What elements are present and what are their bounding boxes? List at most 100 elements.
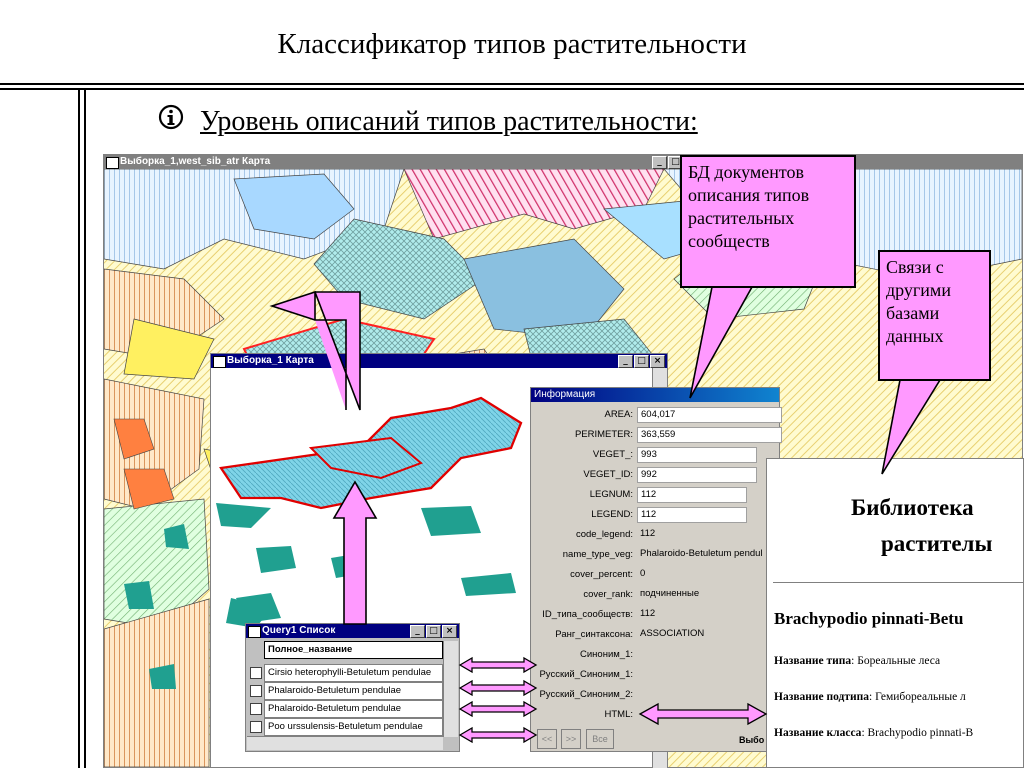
map-window-main-buttons: _ □ (652, 156, 683, 169)
info-row: code_legend:112 (531, 525, 781, 545)
title-rule-bottom (0, 88, 1024, 90)
list-item[interactable]: Poo urssulensis-Betuletum pendulae (248, 718, 443, 736)
minimize-button[interactable]: _ (618, 355, 633, 368)
column-header[interactable]: Полное_название (264, 641, 443, 659)
info-row: cover_rank: подчиненные (531, 585, 781, 605)
info-row: LEGEND: 112 (531, 505, 781, 525)
info-label: AREA: (604, 409, 633, 420)
info-circle-icon (158, 104, 188, 138)
info-label: Русский_Синоним_1: (539, 669, 633, 680)
type-value: : Бореальные леса (851, 655, 941, 667)
class-field: Название класса: Brachypodio pinnati-B (774, 727, 973, 739)
query-window-title: Query1 Список (262, 625, 336, 636)
info-value: 0 (640, 568, 646, 579)
info-value[interactable]: 363,559 (637, 427, 782, 443)
info-label: cover_percent: (570, 569, 633, 580)
subtype-label: Название подтипа (774, 691, 870, 703)
row-name: Poo urssulensis-Betuletum pendulae (264, 718, 443, 736)
library-divider (773, 582, 1023, 583)
info-label: LEGEND: (591, 509, 633, 520)
info-label: VEGET_ID: (583, 469, 633, 480)
info-label: PERIMETER: (574, 429, 633, 440)
association-name: Brachypodio pinnati-Betu (774, 609, 964, 628)
info-value (637, 667, 640, 681)
info-row: LEGNUM: 112 (531, 485, 781, 505)
info-value[interactable]: 992 (637, 467, 757, 483)
class-label: Название класса (774, 727, 862, 739)
info-value[interactable]: 112 (637, 507, 747, 523)
info-value: Phalaroido-Betuletum pendul (640, 548, 763, 559)
nav-next-button[interactable]: >> (561, 729, 581, 749)
close-button[interactable]: × (442, 625, 457, 638)
query-window-buttons: _ □ × (410, 625, 457, 638)
minimize-button[interactable]: _ (652, 156, 667, 169)
subtype-field: Название подтипа: Гемибореальные л (774, 691, 966, 703)
info-value: 112 (640, 608, 656, 619)
map-window-main-title: Выборка_1,west_sib_atr Карта (120, 156, 271, 167)
info-value[interactable]: 112 (637, 487, 747, 503)
list-item[interactable]: Cirsio heterophylli-Betuletum pendulae (248, 664, 443, 682)
row-checkbox[interactable] (250, 667, 262, 679)
query-hscrollbar[interactable] (247, 736, 443, 750)
bullet-line: Уровень описаний типов растительности: (158, 104, 698, 138)
query-window[interactable]: Query1 Список _ □ × Полное_название Cirs… (245, 623, 460, 752)
info-label: cover_rank: (583, 589, 633, 600)
row-checkbox[interactable] (250, 685, 262, 697)
info-label: LEGNUM: (589, 489, 633, 500)
query-window-titlebar[interactable]: Query1 Список _ □ × (246, 624, 459, 638)
info-label: ID_типа_сообществ: (542, 609, 633, 620)
class-value: : Brachypodio pinnati-B (861, 727, 974, 739)
title-rule-top (0, 83, 1024, 85)
selection-map[interactable] (211, 368, 653, 768)
info-panel[interactable]: Информация AREA: 604,017 PERIMETER: 363,55… (530, 387, 782, 752)
info-row: cover_percent: 0 (531, 565, 781, 585)
info-value (637, 687, 640, 701)
row-checkbox[interactable] (250, 703, 262, 715)
info-row: name_type_veg: Phalaroido-Betuletum pendu… (531, 545, 781, 565)
list-item[interactable]: Phalaroido-Betuletum pendulae (248, 700, 443, 718)
nav-first-button[interactable]: << (537, 729, 557, 749)
info-value: подчиненные (640, 588, 700, 599)
info-row: PERIMETER: 363,559 (531, 425, 782, 445)
info-label: Синоним_1: (580, 649, 633, 660)
info-label: code_legend: (575, 529, 633, 540)
minimize-button[interactable]: _ (410, 625, 425, 638)
info-panel-titlebar[interactable]: Информация (531, 388, 779, 402)
row-checkbox[interactable] (250, 721, 262, 733)
subtype-value: : Гемибореальные л (869, 691, 966, 703)
list-item[interactable]: Phalaroido-Betuletum pendulae (248, 682, 443, 700)
type-label: Название типа (774, 655, 852, 667)
info-value (637, 707, 640, 721)
info-label: name_type_veg: (562, 549, 633, 560)
info-value[interactable]: 604,017 (637, 407, 782, 423)
left-rule-inner (84, 88, 86, 768)
info-row: ID_типа_сообществ: 112 (531, 605, 781, 625)
info-value (637, 647, 640, 661)
nav-all-button[interactable]: Все (586, 729, 614, 749)
info-row: VEGET_:993 (531, 445, 781, 465)
map-window-sub-titlebar[interactable]: Выборка_1 Карта _ □ × (211, 354, 667, 368)
close-button[interactable]: × (650, 355, 665, 368)
slide-title: Классификатор типов растительности (277, 28, 747, 60)
library-heading-line1: Библиотека (851, 495, 974, 520)
map-window-icon (213, 356, 226, 368)
map-window-sub-buttons: _ □ × (618, 355, 665, 368)
table-icon (248, 626, 261, 638)
info-row: HTML: (531, 705, 781, 725)
library-document[interactable]: Библиотека растителы Brachypodio pinnati… (766, 458, 1024, 768)
info-row: Ранг_синтаксона: ASSOCIATION (531, 625, 781, 645)
info-label: Русский_Синоним_2: (539, 689, 633, 700)
maximize-button[interactable]: □ (426, 625, 441, 638)
bullet-text: Уровень описаний типов растительности: (200, 106, 698, 137)
map-window-main-titlebar[interactable]: Выборка_1,west_sib_atr Карта (104, 155, 1022, 169)
info-label: HTML: (604, 709, 634, 720)
links-callout: Связи с другими базами данных (878, 250, 991, 381)
maximize-button[interactable]: □ (634, 355, 649, 368)
library-heading-line2: растителы (881, 531, 993, 556)
info-label: Ранг_синтаксона: (555, 629, 633, 640)
info-value: ASSOCIATION (640, 628, 705, 639)
row-name: Phalaroido-Betuletum pendulae (264, 682, 443, 700)
info-value[interactable]: 993 (637, 447, 757, 463)
query-scrollbar[interactable] (443, 641, 458, 737)
type-field: Название типа: Бореальные леса (774, 655, 940, 667)
